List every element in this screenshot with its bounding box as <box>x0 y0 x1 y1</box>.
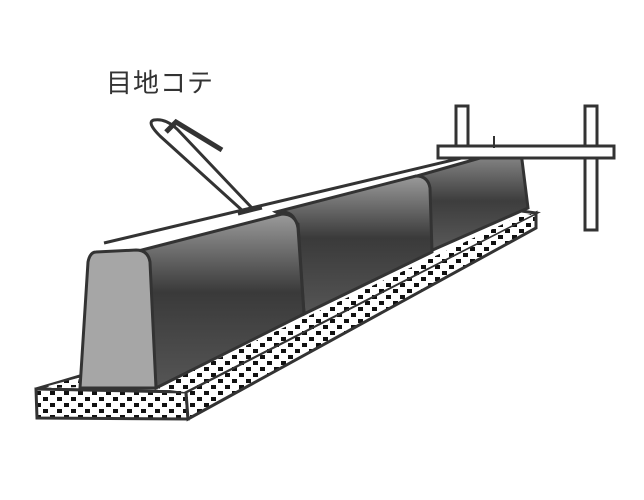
mortar-bed-front <box>34 387 190 421</box>
trowel-blade <box>149 118 254 214</box>
mortar-bed-top-strip <box>156 214 534 392</box>
curb-block-near-end <box>78 248 158 390</box>
frame-crossbar <box>436 144 616 160</box>
mortar-bed-top-strip-left <box>48 378 80 388</box>
tool-label: 目地コテ <box>106 69 214 99</box>
frame-post-right <box>583 104 599 232</box>
string-line-frame <box>436 104 616 232</box>
curb-block-near <box>78 212 306 391</box>
trowel-handle <box>164 118 224 153</box>
curb-block-middle-body <box>271 174 434 317</box>
mortar-bed-side <box>184 210 538 422</box>
trowel-tip <box>237 206 263 216</box>
curb-block-near-body <box>139 212 306 391</box>
jointing-trowel <box>149 118 263 216</box>
alignment-string <box>103 144 513 245</box>
